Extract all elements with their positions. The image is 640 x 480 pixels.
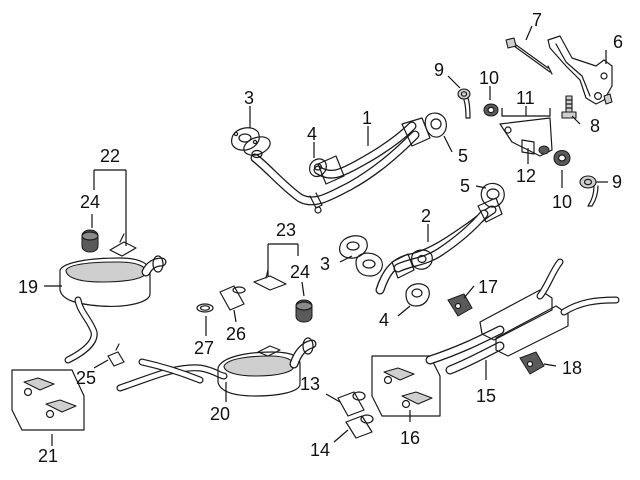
hanger-upper [457,88,471,119]
callout-27: 27 [194,338,214,358]
callout-15: 15 [476,386,496,406]
callout-24-center: 24 [290,262,310,282]
hanger-18 [519,351,545,375]
callout-18: 18 [562,358,582,378]
gasket-lower [339,235,368,259]
insulator-left [81,229,99,253]
callout-17: 17 [478,277,498,297]
callout-6: 6 [613,32,623,52]
callout-14: 14 [310,440,330,460]
leader-lines [44,25,608,446]
callout-24-left: 24 [80,192,100,212]
callout-12: 12 [516,166,536,186]
clamp-13 [337,391,366,417]
gasket-small-upper [309,158,327,177]
callout-9-lower: 9 [612,172,622,192]
callout-8: 8 [590,116,600,136]
tailpipe-bracket [107,343,125,367]
clamp-14 [345,414,374,439]
callout-10-lower: 10 [552,192,572,212]
front-exhaust-pipe-lower [355,197,503,295]
callout-5-upper: 5 [458,146,468,166]
flange-gasket-upper [424,112,447,138]
callout-2: 2 [421,206,431,226]
clamp-kit-box [11,369,85,431]
rear-muffler-left [59,233,167,364]
callout-20: 20 [210,404,230,424]
gasket-upper [231,127,260,151]
hanger-lower [579,175,599,207]
callout-7: 7 [532,10,542,30]
hanger-center [253,269,313,323]
clamp-kit-box-right [371,355,441,417]
gasket-small-lower [405,249,433,307]
callout-numbers: 1 2 3 3 4 4 5 5 6 7 8 9 9 10 10 11 12 13… [18,10,623,466]
callout-13: 13 [300,374,320,394]
insulator-lower [553,150,571,166]
callout-22: 22 [100,146,120,166]
front-exhaust-pipe-upper [243,117,431,214]
ring-clamp [196,303,214,313]
flange-gasket-lower [480,182,505,208]
callout-19: 19 [18,277,38,297]
callout-26: 26 [226,324,246,344]
callout-4-upper: 4 [307,124,317,144]
insulator-upper [483,103,499,117]
clamp-sleeve [219,285,246,311]
rear-muffler-center [116,337,317,397]
callout-16: 16 [400,428,420,448]
callout-11: 11 [516,88,535,108]
callout-25: 25 [76,368,96,388]
callout-9-upper: 9 [434,60,444,80]
callout-10-upper: 10 [479,68,499,88]
callout-1: 1 [362,108,372,128]
intermediate-pipe [425,258,620,375]
callout-3-upper: 3 [244,88,254,108]
mounting-bracket [505,35,613,119]
callout-21: 21 [38,446,58,466]
callout-3-lower: 3 [320,254,330,274]
hanger-bracket [499,117,553,157]
hanger-17 [447,293,473,317]
callout-23: 23 [276,220,296,240]
callout-4-lower: 4 [379,310,389,330]
callout-5-lower: 5 [460,176,470,196]
